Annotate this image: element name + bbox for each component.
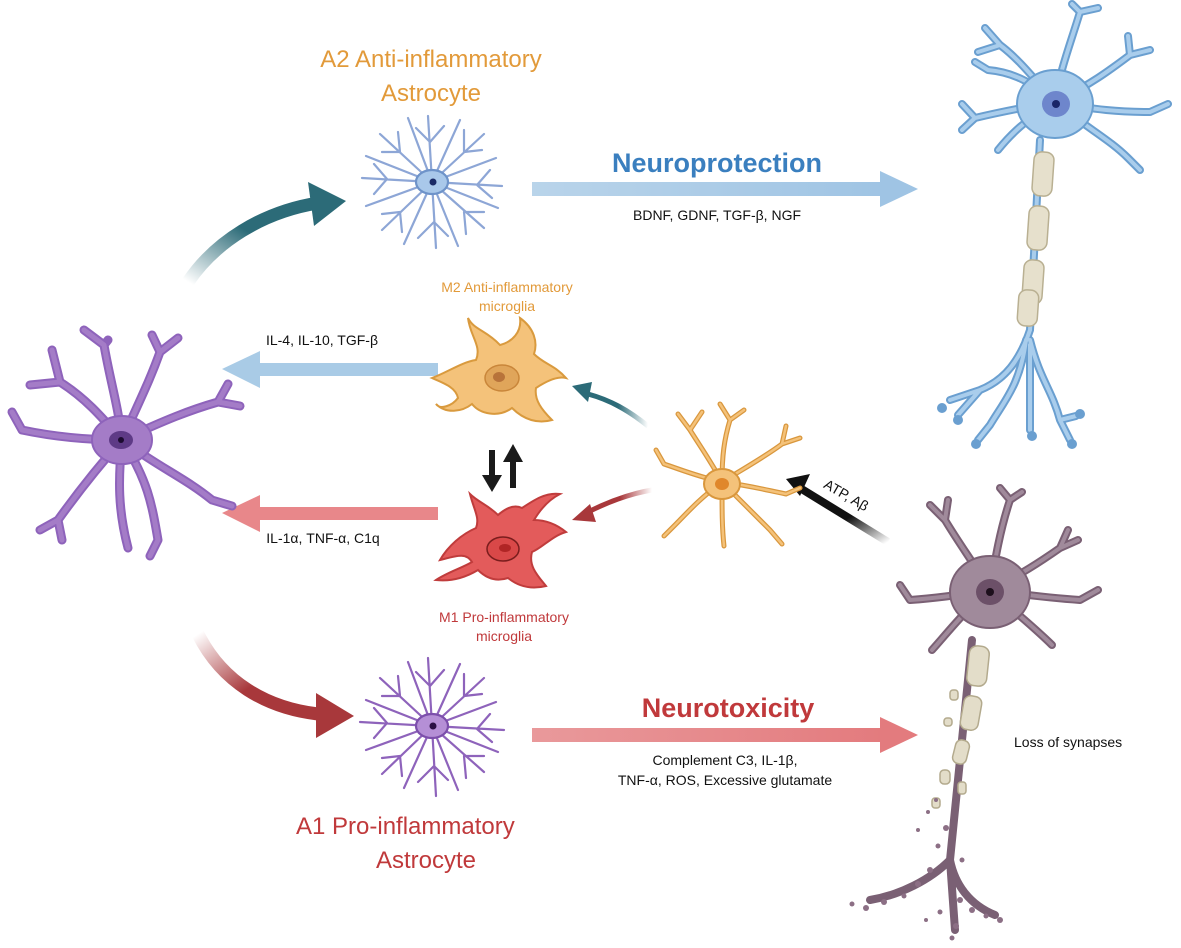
- arrow-to-a1-astrocyte: [191, 627, 354, 738]
- resting-microglia-cell: [653, 401, 803, 549]
- m2-cytokines-label: IL-4, IL-10, TGF-β: [265, 332, 379, 348]
- arrow-to-m2-microglia: [572, 382, 650, 428]
- m1-microglia-label-line2: microglia: [475, 628, 533, 644]
- m2-microglia-label-line1: M2 Anti-inflammatory: [441, 279, 573, 295]
- neuroprotection-label: Neuroprotection: [611, 148, 823, 178]
- m2-to-astrocyte-arrow: [222, 351, 438, 388]
- m2-m1-switch-arrows: [482, 444, 523, 492]
- a1-astrocyte-subtitle: Astrocyte: [375, 847, 477, 874]
- m1-microglia-cell: [433, 490, 569, 589]
- neurotoxicity-factors-line2: TNF-α, ROS, Excessive glutamate: [617, 772, 833, 788]
- m1-microglia-label-line1: M1 Pro-inflammatory: [439, 609, 569, 625]
- m2-microglia-cell: [429, 315, 569, 423]
- m1-to-astrocyte-arrow: [222, 495, 438, 532]
- damaged-neuron: [849, 484, 1102, 941]
- arrow-to-a2-astrocyte: [181, 182, 346, 289]
- arrow-to-m1-microglia: [572, 487, 653, 522]
- neuroprotection-arrow: [532, 171, 918, 207]
- a2-astrocyte-title: A2 Anti-inflammatory: [320, 46, 542, 73]
- neurotoxicity-factors-line1: Complement C3, IL-1β,: [652, 752, 798, 768]
- danger-signal-arrow: [786, 474, 891, 546]
- a2-astrocyte-cell: [360, 114, 504, 250]
- neurotoxicity-arrow: [532, 717, 918, 753]
- m2-microglia-label-line2: microglia: [478, 298, 536, 314]
- synapse-loss-label: Loss of synapses: [1014, 734, 1123, 750]
- m1-cytokines-label: IL-1α, TNF-α, C1q: [266, 530, 380, 546]
- neurotoxicity-label: Neurotoxicity: [641, 693, 815, 723]
- healthy-neuron: [937, 0, 1172, 449]
- resting-astrocyte-cell: [7, 325, 245, 561]
- a1-astrocyte-cell: [358, 656, 506, 798]
- neuroprotection-factors: BDNF, GDNF, TGF-β, NGF: [632, 207, 802, 223]
- a2-astrocyte-subtitle: Astrocyte: [380, 80, 482, 107]
- a1-astrocyte-title: A1 Pro-inflammatory: [296, 813, 515, 840]
